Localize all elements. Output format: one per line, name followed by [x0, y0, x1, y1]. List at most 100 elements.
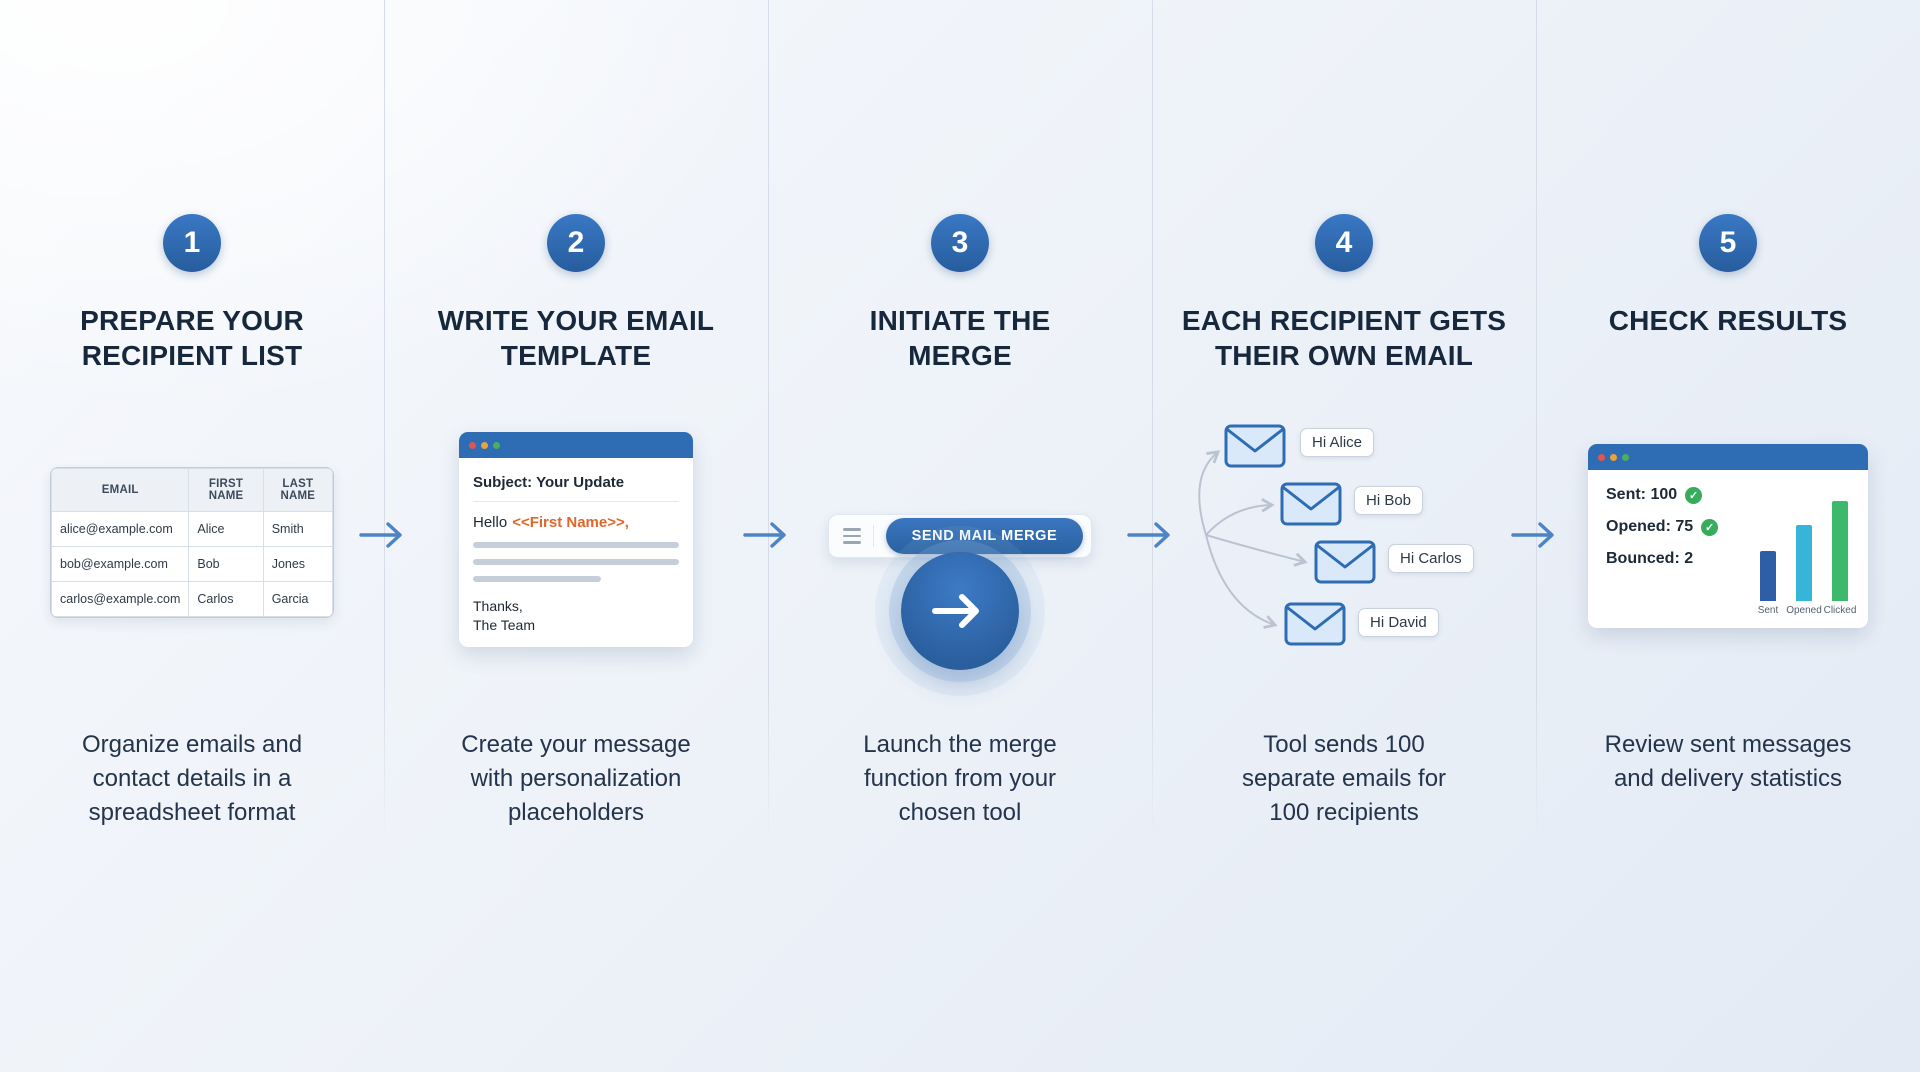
window-title-bar — [459, 432, 693, 458]
cell-first-name: Carlos — [188, 581, 264, 617]
email-signoff: Thanks, — [473, 598, 523, 614]
stat-label: Opened: 75 — [1606, 518, 1694, 535]
arrow-right-icon — [932, 594, 979, 628]
toolbar-separator — [873, 525, 874, 547]
start-merge-button[interactable] — [901, 552, 1019, 670]
cell-first-name: Alice — [188, 511, 264, 547]
step-caption: Tool sends 100 separate emails for 100 r… — [1241, 731, 1447, 827]
placeholder-text-line — [473, 559, 679, 565]
recipient-chip: Hi Carlos — [1388, 544, 1474, 573]
email-envelope-icon — [1284, 602, 1346, 646]
maximize-dot-icon — [493, 441, 500, 449]
column-header-last-name: LAST NAME — [262, 468, 333, 512]
cell-last-name: Garcia — [262, 581, 333, 617]
table-row: bob@example.com Bob Jones — [51, 546, 333, 582]
results-body: Sent: 100 ✓ Opened: 75 ✓ Bounced: 2 Sent — [1588, 470, 1868, 628]
email-body: Subject: Your Update Hello<<First Name>>… — [459, 458, 693, 647]
menu-icon — [843, 528, 861, 544]
step-caption: Organize emails and contact details in a… — [81, 731, 303, 827]
bar-label: Sent — [1757, 605, 1779, 616]
bar-column: Opened — [1786, 525, 1822, 616]
recipient-spreadsheet: EMAIL FIRST NAME LAST NAME alice@example… — [50, 467, 334, 618]
step-number-badge: 2 — [547, 214, 605, 272]
step-5-column: 5 CHECK RESULTS Sent: 100 ✓ Opened: 75 ✓ — [1536, 0, 1920, 1072]
send-mail-merge-button[interactable]: SEND MAIL MERGE — [886, 518, 1083, 554]
cell-email: bob@example.com — [51, 546, 190, 582]
cell-email: carlos@example.com — [51, 581, 190, 617]
step-caption: Review sent messages and delivery statis… — [1604, 731, 1852, 793]
recipient-chip: Hi Bob — [1354, 486, 1424, 515]
chart-bar-opened — [1796, 525, 1812, 601]
step-4-column: 4 EACH RECIPIENT GETS THEIR OWN EMAIL — [1152, 0, 1536, 1072]
window-title-bar — [1588, 444, 1868, 470]
cell-last-name: Jones — [262, 546, 333, 582]
step-title: EACH RECIPIENT GETS THEIR OWN EMAIL — [1181, 305, 1507, 371]
email-greeting: Hello<<First Name>>, — [473, 514, 679, 531]
step-number: 1 — [183, 226, 201, 259]
step-number-badge: 3 — [931, 214, 989, 272]
step-number-badge: 1 — [163, 214, 221, 272]
step-number: 3 — [951, 226, 969, 259]
column-header-email: EMAIL — [51, 468, 190, 512]
stat-row-bounced: Bounced: 2 — [1606, 550, 1718, 568]
flow-arrow-icon — [743, 522, 786, 548]
step-number-badge: 5 — [1699, 214, 1757, 272]
bar-column: Sent — [1754, 551, 1782, 616]
results-window: Sent: 100 ✓ Opened: 75 ✓ Bounced: 2 Sent — [1588, 444, 1868, 628]
step-number-badge: 4 — [1315, 214, 1373, 272]
column-divider — [768, 0, 769, 846]
check-icon: ✓ — [1685, 486, 1703, 504]
step-title: WRITE YOUR EMAIL TEMPLATE — [437, 305, 715, 371]
email-signature: The Team — [473, 617, 535, 633]
cell-first-name: Bob — [188, 546, 264, 582]
fan-out-arrows — [1198, 450, 1308, 629]
bar-column: Clicked — [1824, 501, 1856, 616]
step-2-column: 2 WRITE YOUR EMAIL TEMPLATE Subject: You… — [384, 0, 768, 1072]
step-number: 2 — [567, 226, 585, 259]
email-subject: Subject: Your Update — [473, 468, 679, 502]
step-number: 4 — [1335, 226, 1353, 259]
email-envelope-icon — [1314, 540, 1376, 584]
column-divider — [384, 0, 385, 846]
stat-row-opened: Opened: 75 ✓ — [1606, 518, 1719, 536]
merge-toolbar: SEND MAIL MERGE — [828, 514, 1092, 558]
step-caption: Launch the merge function from your chos… — [863, 731, 1057, 827]
email-envelope-icon — [1280, 482, 1342, 526]
table-row: alice@example.com Alice Smith — [51, 511, 333, 547]
step-title: PREPARE YOUR RECIPIENT LIST — [80, 305, 304, 371]
step-caption: Create your message with personalization… — [461, 731, 691, 827]
stat-label: Bounced: 2 — [1606, 550, 1694, 567]
flow-arrow-icon — [359, 522, 402, 548]
stat-label: Sent: 100 — [1606, 486, 1678, 503]
close-dot-icon — [1598, 453, 1605, 461]
chart-bar-clicked — [1832, 501, 1848, 601]
stat-row-sent: Sent: 100 ✓ — [1606, 486, 1718, 504]
close-dot-icon — [469, 441, 476, 449]
flow-arrow-icon — [1127, 522, 1170, 548]
step-1-column: 1 PREPARE YOUR RECIPIENT LIST EMAIL FIRS… — [0, 0, 384, 1072]
column-divider — [1536, 0, 1537, 846]
table-row: carlos@example.com Carlos Garcia — [51, 581, 333, 617]
cell-last-name: Smith — [262, 511, 333, 547]
cell-email: alice@example.com — [51, 511, 190, 547]
bar-label: Opened — [1786, 605, 1822, 616]
flow-arrow-icon — [1511, 522, 1554, 548]
table-header-row: EMAIL FIRST NAME LAST NAME — [51, 468, 333, 512]
placeholder-text-line — [473, 576, 601, 582]
minimize-dot-icon — [481, 441, 488, 449]
step-number: 5 — [1719, 226, 1737, 259]
delivery-stats: Sent: 100 ✓ Opened: 75 ✓ Bounced: 2 — [1606, 486, 1719, 618]
chart-bar-sent — [1760, 551, 1776, 601]
placeholder-text-line — [473, 542, 679, 548]
merge-field-token: <<First Name>>, — [512, 514, 629, 531]
email-envelope-icon — [1224, 424, 1286, 468]
step-3-column: 3 INITIATE THE MERGE SEND MAIL MERGE Lau… — [768, 0, 1152, 1072]
greeting-text: Hello — [473, 514, 508, 531]
maximize-dot-icon — [1622, 453, 1629, 461]
step-title: INITIATE THE MERGE — [869, 305, 1051, 371]
check-icon: ✓ — [1701, 518, 1719, 536]
recipient-chip: Hi David — [1358, 608, 1439, 637]
column-divider — [1152, 0, 1153, 846]
column-header-first-name: FIRST NAME — [188, 468, 264, 512]
